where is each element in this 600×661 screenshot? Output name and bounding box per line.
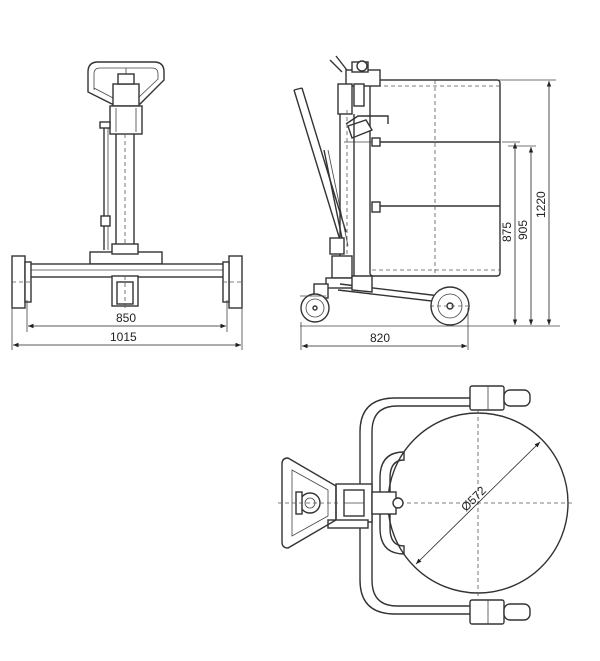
dimension-height-lower: 875 [500,222,514,242]
top-view: Ø572 [278,385,575,625]
dimension-inner-width: 850 [116,311,136,325]
dimension-outer-width: 1015 [110,330,137,344]
dimension-height-total: 1220 [534,191,548,218]
front-view: 850 1015 [11,61,243,350]
dimension-length: 820 [370,331,390,345]
side-view: 820 875 905 1220 [293,55,560,350]
dimension-height-mid: 905 [516,220,530,240]
